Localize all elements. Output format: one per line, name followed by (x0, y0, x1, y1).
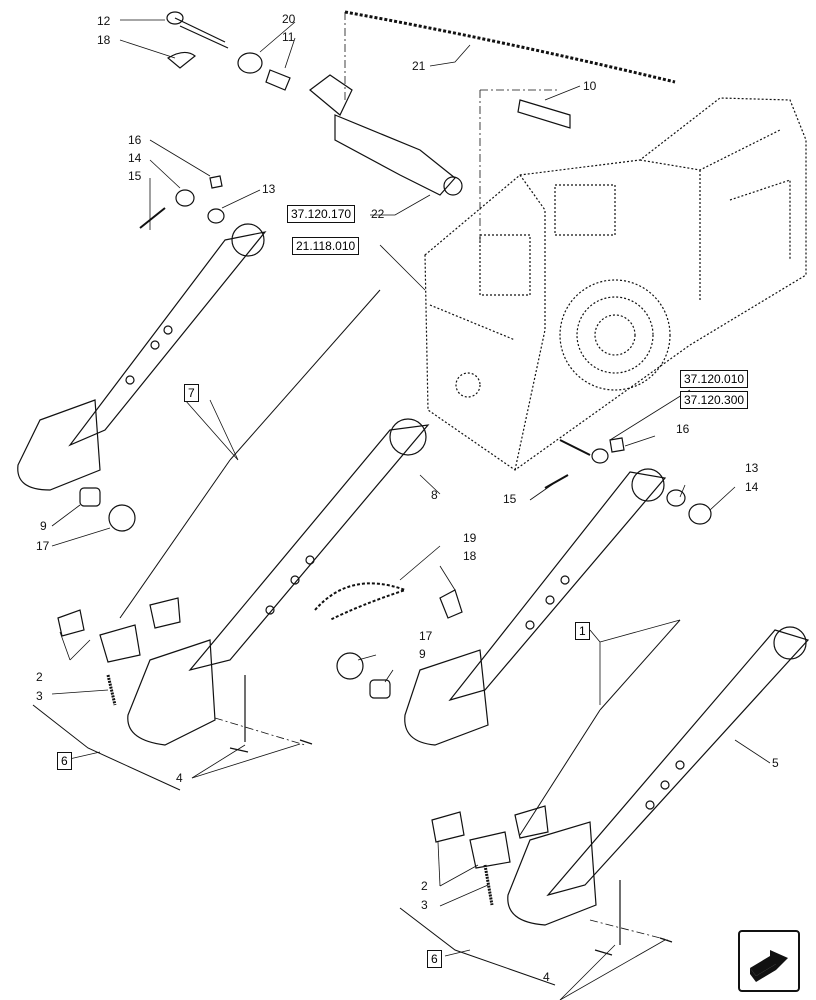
callout-17-left: 17 (36, 539, 50, 553)
nut-16-left (209, 175, 223, 189)
callout-17-center: 17 (419, 629, 433, 643)
callout-box-1: 1 (575, 622, 590, 640)
lower-link-left-lower (127, 418, 430, 746)
callout-5: 5 (772, 756, 779, 770)
bush-14-left (175, 189, 195, 207)
callout-21: 21 (412, 59, 426, 73)
callout-box-6-left: 6 (57, 752, 72, 770)
callout-9-center: 9 (419, 647, 426, 661)
chain-21 (344, 10, 676, 84)
bush-14-right (688, 503, 712, 525)
callout-4-right: 4 (543, 970, 550, 984)
check-chain-19 (314, 582, 409, 621)
callout-box-7: 7 (184, 384, 199, 402)
ref-37-120-170[interactable]: 37.120.170 (287, 205, 356, 223)
callout-16-left: 16 (128, 133, 142, 147)
ball-20 (237, 52, 263, 74)
callout-15-right: 15 (503, 492, 517, 506)
callout-20: 20 (282, 12, 296, 26)
callout-19: 19 (463, 531, 477, 545)
washer-13-left (207, 208, 225, 224)
lower-link-right-upper (404, 468, 667, 746)
pin-12 (166, 11, 229, 49)
bolt-15-left (139, 207, 166, 229)
callout-22: 22 (371, 207, 385, 221)
top-link-22 (309, 74, 463, 196)
arrow-icon (750, 950, 788, 982)
callout-2-left: 2 (36, 670, 43, 684)
callout-box-6-right: 6 (427, 950, 442, 968)
callout-8: 8 (431, 488, 438, 502)
arrow-navigation-icon[interactable] (738, 930, 800, 992)
ball-17-center (336, 652, 364, 680)
callout-11: 11 (282, 30, 295, 44)
clip-18-center (439, 589, 463, 619)
callout-9-left: 9 (40, 519, 47, 533)
ref-21-118-010[interactable]: 21.118.010 (292, 237, 360, 255)
pin-10 (517, 99, 571, 129)
bush-9-left (79, 487, 101, 507)
callout-10: 10 (583, 79, 597, 93)
ref-37-120-300[interactable]: 37.120.300 (680, 391, 749, 409)
bush-16-right (591, 448, 609, 464)
clip-18 (166, 51, 196, 69)
callout-15-left: 15 (128, 169, 142, 183)
callout-14-left: 14 (128, 151, 142, 165)
callout-16-right: 16 (676, 422, 690, 436)
nut-16-right (609, 437, 625, 453)
callout-3-left: 3 (36, 689, 43, 703)
callout-13-left: 13 (262, 182, 276, 196)
bush-11 (265, 69, 291, 91)
callout-13-right: 13 (745, 461, 759, 475)
callout-4-left: 4 (176, 771, 183, 785)
lower-link-right-lower (507, 626, 810, 926)
washer-13-right (666, 489, 686, 507)
transmission-housing (424, 97, 807, 471)
callout-12: 12 (97, 14, 111, 28)
callout-2-right: 2 (421, 879, 428, 893)
bolt-15-right (544, 474, 569, 489)
ball-17-left (108, 504, 136, 532)
callout-3-right: 3 (421, 898, 428, 912)
bush-9-center (369, 679, 391, 699)
ref-37-120-010[interactable]: 37.120.010 (680, 370, 749, 388)
callout-14-right: 14 (745, 480, 759, 494)
lower-link-left-upper (17, 223, 267, 491)
callout-18-center: 18 (463, 549, 477, 563)
callout-18-top: 18 (97, 33, 111, 47)
